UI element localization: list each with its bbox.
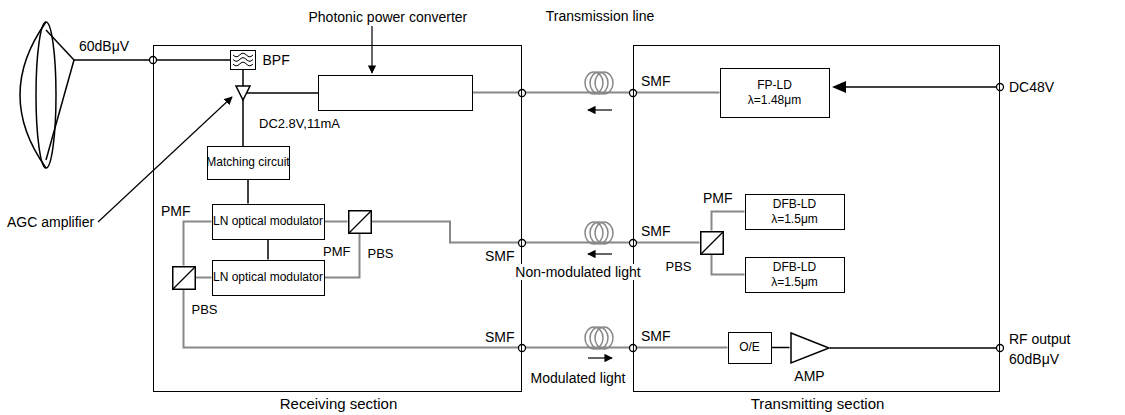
node-title: DFB-LD — [773, 197, 816, 211]
signal-level: 60dBμV — [78, 38, 130, 54]
optical-fiber — [712, 212, 745, 231]
node-title: BPF — [263, 52, 290, 68]
signal-wire — [267, 240, 269, 260]
node-title: DFB-LD — [773, 260, 816, 274]
node-title: LN optical modulator — [213, 270, 323, 284]
amplifier-symbol: AMP — [790, 332, 830, 364]
optical-fiber — [712, 255, 745, 275]
beam-splitter: PBS — [172, 266, 196, 290]
node-title: PBS — [192, 302, 218, 318]
fiber-type: PMF — [160, 203, 192, 219]
signal-name: Modulated light — [530, 370, 627, 386]
beam-splitter: PBS — [348, 210, 372, 234]
power-input: DC48V — [1008, 79, 1055, 95]
signal-wire — [772, 347, 790, 349]
node-title: Receiving section — [280, 396, 398, 412]
optical-fiber — [196, 277, 212, 279]
splitter-outline — [348, 210, 372, 234]
antenna-dish — [20, 22, 74, 168]
process-box: Matching circuit — [207, 146, 290, 180]
node-detail: λ=1.48μm — [748, 93, 801, 107]
node-detail: λ=1.5μm — [771, 212, 818, 226]
splitter-outline — [172, 266, 196, 290]
leader-line — [98, 26, 372, 222]
dc-input-arrow — [832, 81, 846, 93]
direction-arrow — [588, 110, 612, 358]
section-frame: Receiving sectionBPFPhotonic power conve… — [153, 45, 522, 392]
section-frame: Transmitting sectionFP-LDλ=1.48μmDFB-LDλ… — [633, 45, 1000, 392]
filter-waves — [231, 51, 255, 69]
optical-fiber — [184, 290, 728, 348]
beam-splitter: PBS — [700, 231, 724, 255]
signal-wire — [247, 180, 249, 204]
node-title: O/E — [739, 340, 760, 354]
modulator-box: LN optical modulator — [212, 204, 325, 240]
signal-name: Non-modulated light — [514, 264, 641, 280]
section-title: Transmission line — [545, 8, 655, 24]
fiber-type: PMF — [702, 190, 734, 206]
fiber-type: PMF — [322, 244, 351, 260]
optical-fiber — [184, 222, 212, 266]
port-name: RF output — [1008, 331, 1071, 347]
fiber-type: SMF — [640, 223, 672, 239]
optical-fiber — [325, 221, 348, 223]
splitter-outline — [700, 231, 724, 255]
converter-box: O/E — [728, 332, 772, 364]
laser-box: DFB-LDλ=1.5μm — [745, 194, 845, 230]
agc-amplifier-symbol — [236, 86, 250, 100]
node-title: Photonic power converter — [309, 9, 468, 25]
optical-fiber — [372, 222, 700, 243]
converter-box: Photonic power converter — [318, 75, 473, 111]
power-spec: DC2.8V,11mA — [258, 116, 341, 132]
signal-wire — [74, 60, 1000, 348]
laser-box: FP-LDλ=1.48μm — [720, 68, 830, 118]
callout-label: AGC amplifier — [6, 214, 95, 230]
terminal-circle — [150, 57, 1004, 352]
filter-symbol: BPF — [230, 50, 256, 70]
modulator-box: LN optical modulator — [212, 260, 325, 296]
node-title: PBS — [666, 259, 692, 275]
fiber-coil — [585, 72, 613, 349]
node-title: PBS — [368, 246, 394, 262]
port-circle — [519, 90, 637, 352]
fiber-type: SMF — [640, 73, 672, 89]
fiber-type: SMF — [484, 248, 516, 264]
node-title: Transmitting section — [751, 396, 885, 412]
node-title: LN optical modulator — [213, 214, 323, 228]
laser-box: DFB-LDλ=1.5μm — [745, 257, 845, 293]
amplifier-outline — [790, 332, 830, 364]
signal-level: 60dBμV — [1008, 351, 1060, 367]
fiber-type: SMF — [484, 329, 516, 345]
fiber-type: SMF — [640, 328, 672, 344]
node-title: FP-LD — [757, 78, 792, 92]
optical-fiber — [473, 92, 720, 94]
node-title: AMP — [794, 368, 824, 384]
node-title: Matching circuit — [206, 155, 289, 169]
node-detail: λ=1.5μm — [771, 275, 818, 289]
